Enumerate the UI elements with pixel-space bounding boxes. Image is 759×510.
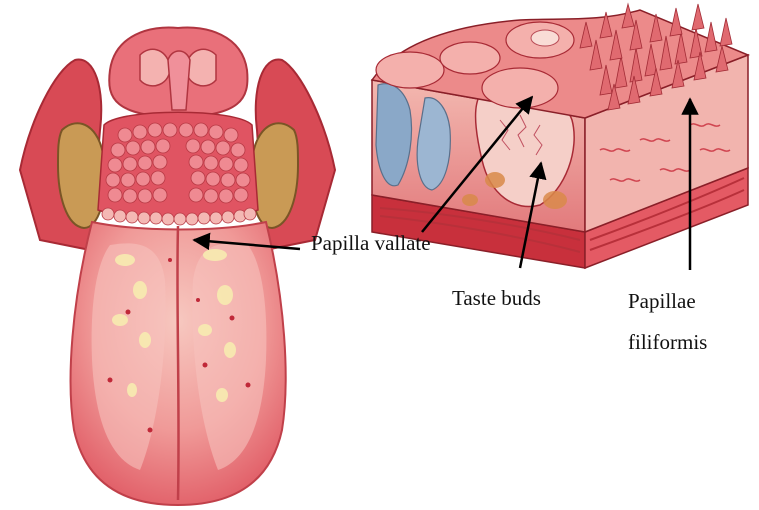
median-sulcus xyxy=(177,226,178,500)
label-papillae-filiformis-line1: Papillae xyxy=(628,289,696,314)
tongue-drawing xyxy=(20,27,335,505)
label-taste-buds: Taste buds xyxy=(452,286,541,311)
papillae-cross-section-drawing xyxy=(372,4,748,268)
label-papilla-vallate: Papilla vallate xyxy=(311,231,431,256)
label-papillae-filiformis-line2: filiformis xyxy=(628,330,707,355)
